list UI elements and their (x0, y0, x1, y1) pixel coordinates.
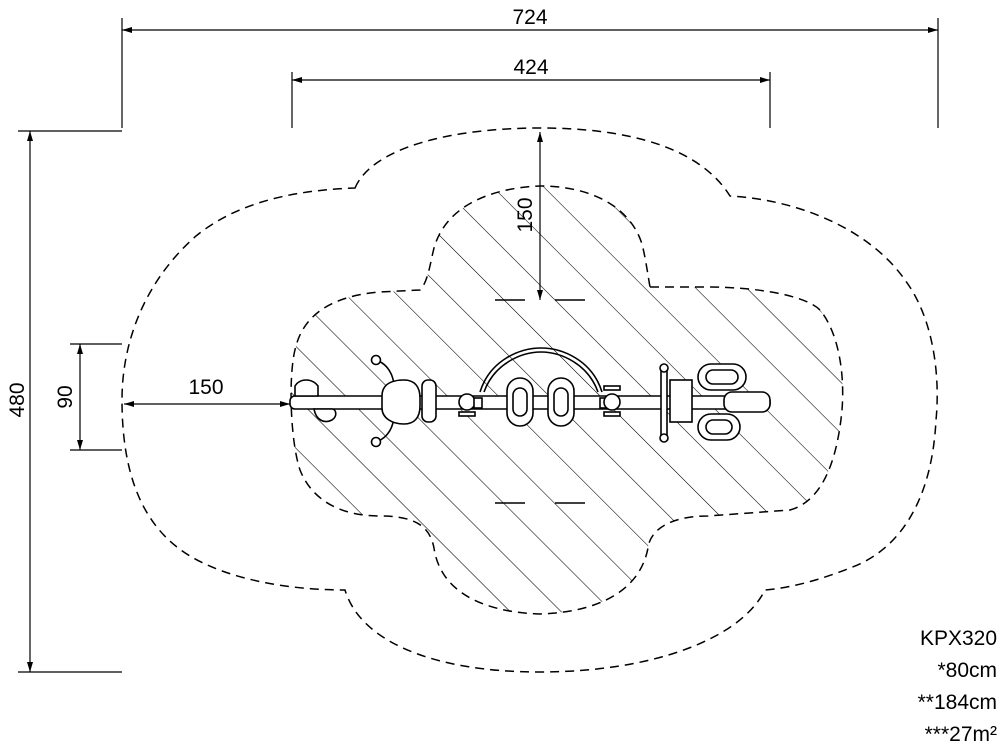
dimension-side-clearance: 150 (124, 376, 290, 407)
right-seat-lower (697, 413, 741, 441)
left-seat (381, 379, 421, 425)
left-bumper (294, 379, 319, 397)
right-handlebar-top (659, 363, 669, 373)
left-handle-grip-upper (370, 354, 382, 366)
spec-line-2: **184cm (918, 691, 997, 714)
inner-width-label: 424 (513, 56, 548, 79)
model-number: KPX320 (920, 627, 997, 650)
impact-area-outline (290, 185, 844, 615)
right-pivot (603, 393, 621, 411)
dimension-equipment-width: 90 (54, 343, 122, 451)
right-frame (669, 379, 693, 423)
right-pivot-base (603, 411, 621, 417)
left-pivot (458, 393, 476, 411)
right-pivot-top (603, 385, 621, 391)
left-handle-grip-lower (370, 436, 382, 448)
spec-line-3: ***27m² (925, 723, 997, 746)
center-pad-right-inner (553, 387, 569, 417)
spec-line-1: *80cm (937, 659, 997, 682)
spec-block: KPX320 *80cm **184cm ***27m² (918, 627, 997, 746)
right-handlebar-bottom (659, 433, 669, 443)
dimension-overall-width: 724 (121, 6, 939, 128)
center-pad-left-inner (512, 387, 528, 417)
inner-depth-label: 150 (514, 197, 537, 232)
outer-safety-zone (121, 127, 938, 673)
centerline-marks (495, 299, 585, 504)
overall-width-label: 724 (512, 6, 547, 29)
right-seat-back (723, 391, 771, 413)
overall-height-label: 480 (6, 382, 29, 417)
left-backrest (421, 379, 437, 423)
center-pad-left (506, 377, 534, 427)
left-foot-rest (313, 408, 337, 423)
right-seat-lower-inner (705, 419, 733, 435)
side-clearance-label: 150 (188, 376, 223, 399)
center-pad-right (547, 377, 575, 427)
equipment-width-label: 90 (54, 385, 77, 408)
dimension-overall-height: 480 (6, 130, 122, 673)
dimension-inner-width: 424 (291, 56, 771, 128)
dimension-inner-depth: 150 (514, 132, 543, 300)
central-arch-inner (483, 351, 599, 393)
left-pivot-base (458, 411, 476, 417)
central-arch (479, 347, 603, 393)
left-joint (473, 397, 483, 409)
right-seat-upper-inner (705, 369, 739, 385)
equipment-seesaw (289, 347, 771, 448)
right-handlebar (660, 367, 668, 439)
